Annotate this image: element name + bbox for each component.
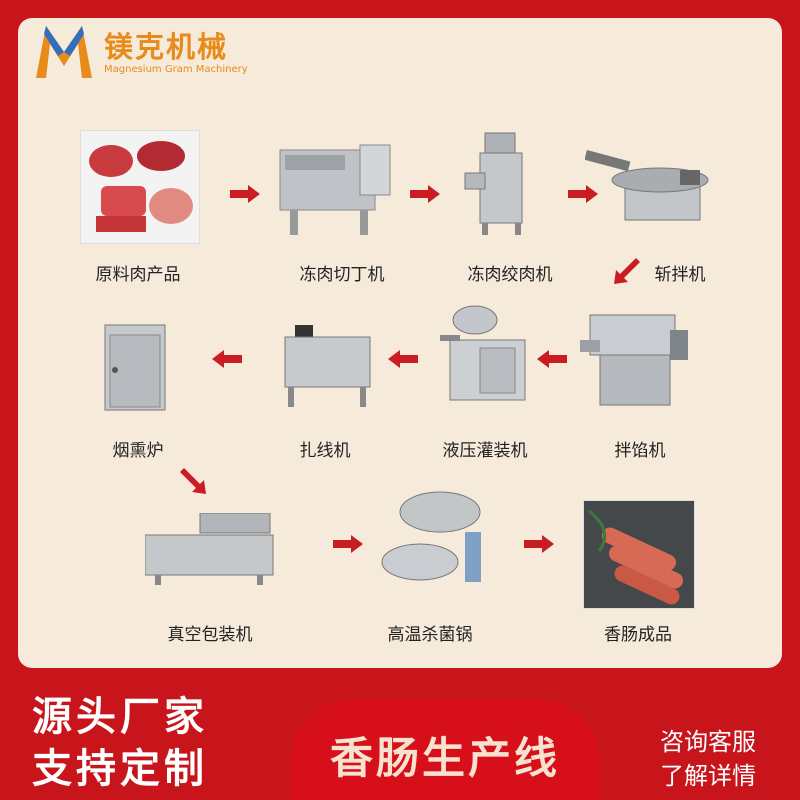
footer-title-banner: 香肠生产线 — [290, 700, 600, 800]
bowl-chopper-image — [585, 149, 709, 221]
arrow-down-right-1 — [180, 466, 206, 494]
sterilizer-image — [381, 491, 481, 582]
contact-line2[interactable]: 了解详情 — [660, 762, 756, 790]
twisting-machine-image — [284, 325, 371, 407]
brand-logo — [36, 26, 92, 78]
step-label-mixer: 拌馅机 — [614, 441, 666, 461]
arrow-left-3 — [212, 350, 242, 368]
meat-grinder-image — [464, 132, 523, 235]
raw-meat-image — [80, 130, 200, 244]
arrow-right-5 — [524, 535, 554, 553]
arrow-right-2 — [410, 185, 440, 203]
arrow-down-left-1 — [614, 256, 640, 284]
step-label-sterilizer: 高温杀菌锅 — [387, 625, 473, 645]
footer-left-line1: 源头厂家 — [32, 694, 208, 740]
sausage-product-image — [583, 500, 695, 609]
step-label-filler: 液压灌装机 — [442, 441, 528, 461]
step-label-raw-meat: 原料肉产品 — [95, 265, 181, 285]
footer-left-line2: 支持定制 — [32, 746, 208, 792]
arrow-right-4 — [333, 535, 363, 553]
mixer-image — [580, 314, 688, 406]
arrow-right-3 — [568, 185, 598, 203]
step-label-vacuum-packer: 真空包装机 — [167, 625, 253, 645]
step-label-sausage: 香肠成品 — [604, 625, 672, 645]
arrow-left-2 — [388, 350, 418, 368]
step-label-twister: 扎线机 — [299, 441, 351, 461]
arrow-left-1 — [537, 350, 567, 368]
step-label-smokehouse: 烟熏炉 — [112, 441, 164, 461]
arrow-right-1 — [230, 185, 260, 203]
brand-name-cn: 镁克机械 — [104, 30, 229, 64]
contact-line1[interactable]: 咨询客服 — [660, 728, 756, 756]
smokehouse-image — [104, 324, 166, 411]
meat-dicer-image — [279, 144, 391, 235]
step-label-chopper: 斩拌机 — [654, 265, 706, 285]
production-line-title: 香肠生产线 — [330, 734, 560, 784]
step-label-dicer: 冻肉切丁机 — [299, 265, 385, 285]
step-label-grinder: 冻肉绞肉机 — [467, 265, 553, 285]
hydraulic-filler-image — [440, 305, 526, 401]
vacuum-packer-image — [145, 513, 274, 585]
brand-name-en: Magnesium Gram Machinery — [104, 64, 248, 75]
